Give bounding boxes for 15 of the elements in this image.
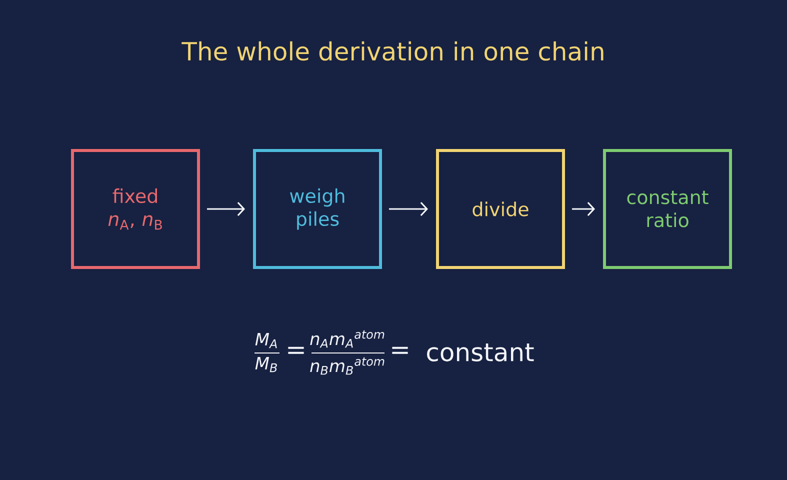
denominator: M$_{B}$: [255, 356, 277, 372]
title: The whole derivation in one chain: [182, 41, 604, 61]
process-box: weigh piles: [253, 149, 382, 269]
arrow: [572, 202, 595, 216]
process-box: constant ratio: [603, 149, 732, 269]
numerator: n$_{A}$m$_{A}$atom: [310, 330, 384, 348]
equals-sign: =: [288, 346, 304, 354]
process-box: divide: [436, 149, 565, 269]
process-box: fixed n$_{A}$, n$_{B}$: [71, 149, 200, 269]
arrow: [389, 202, 428, 216]
arrow: [207, 202, 245, 216]
numerator: M$_{A}$: [255, 332, 277, 348]
denominator: n$_{B}$m$_{B}$atom: [310, 357, 384, 375]
equals-sign: =: [392, 346, 408, 354]
formula-text: constant: [427, 344, 534, 362]
